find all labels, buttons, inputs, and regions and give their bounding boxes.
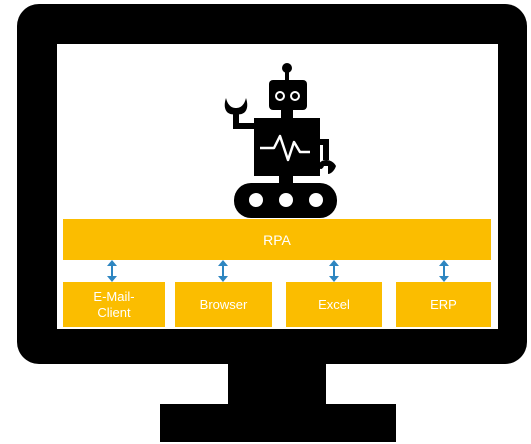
app-label-browser: Browser	[199, 296, 248, 312]
app-label-excel: Excel	[318, 296, 350, 312]
app-box-erp: ERP	[396, 282, 491, 327]
monitor-stand-neck	[228, 363, 326, 405]
app-box-browser: Browser	[175, 282, 272, 327]
rpa-label: RPA	[263, 231, 291, 248]
double-arrow-icon	[329, 260, 339, 282]
robot-icon	[224, 63, 337, 218]
double-arrow-icon	[218, 260, 228, 282]
double-arrow-icon	[439, 260, 449, 282]
app-label-erp: ERP	[430, 296, 457, 312]
double-arrow-icon	[107, 260, 117, 282]
app-label-email-client: E-Mail- Client	[93, 288, 135, 320]
app-box-email-client: E-Mail- Client	[63, 282, 165, 327]
rpa-bar: RPA	[63, 219, 491, 260]
monitor-stand-base	[160, 404, 396, 442]
app-box-excel: Excel	[286, 282, 382, 327]
